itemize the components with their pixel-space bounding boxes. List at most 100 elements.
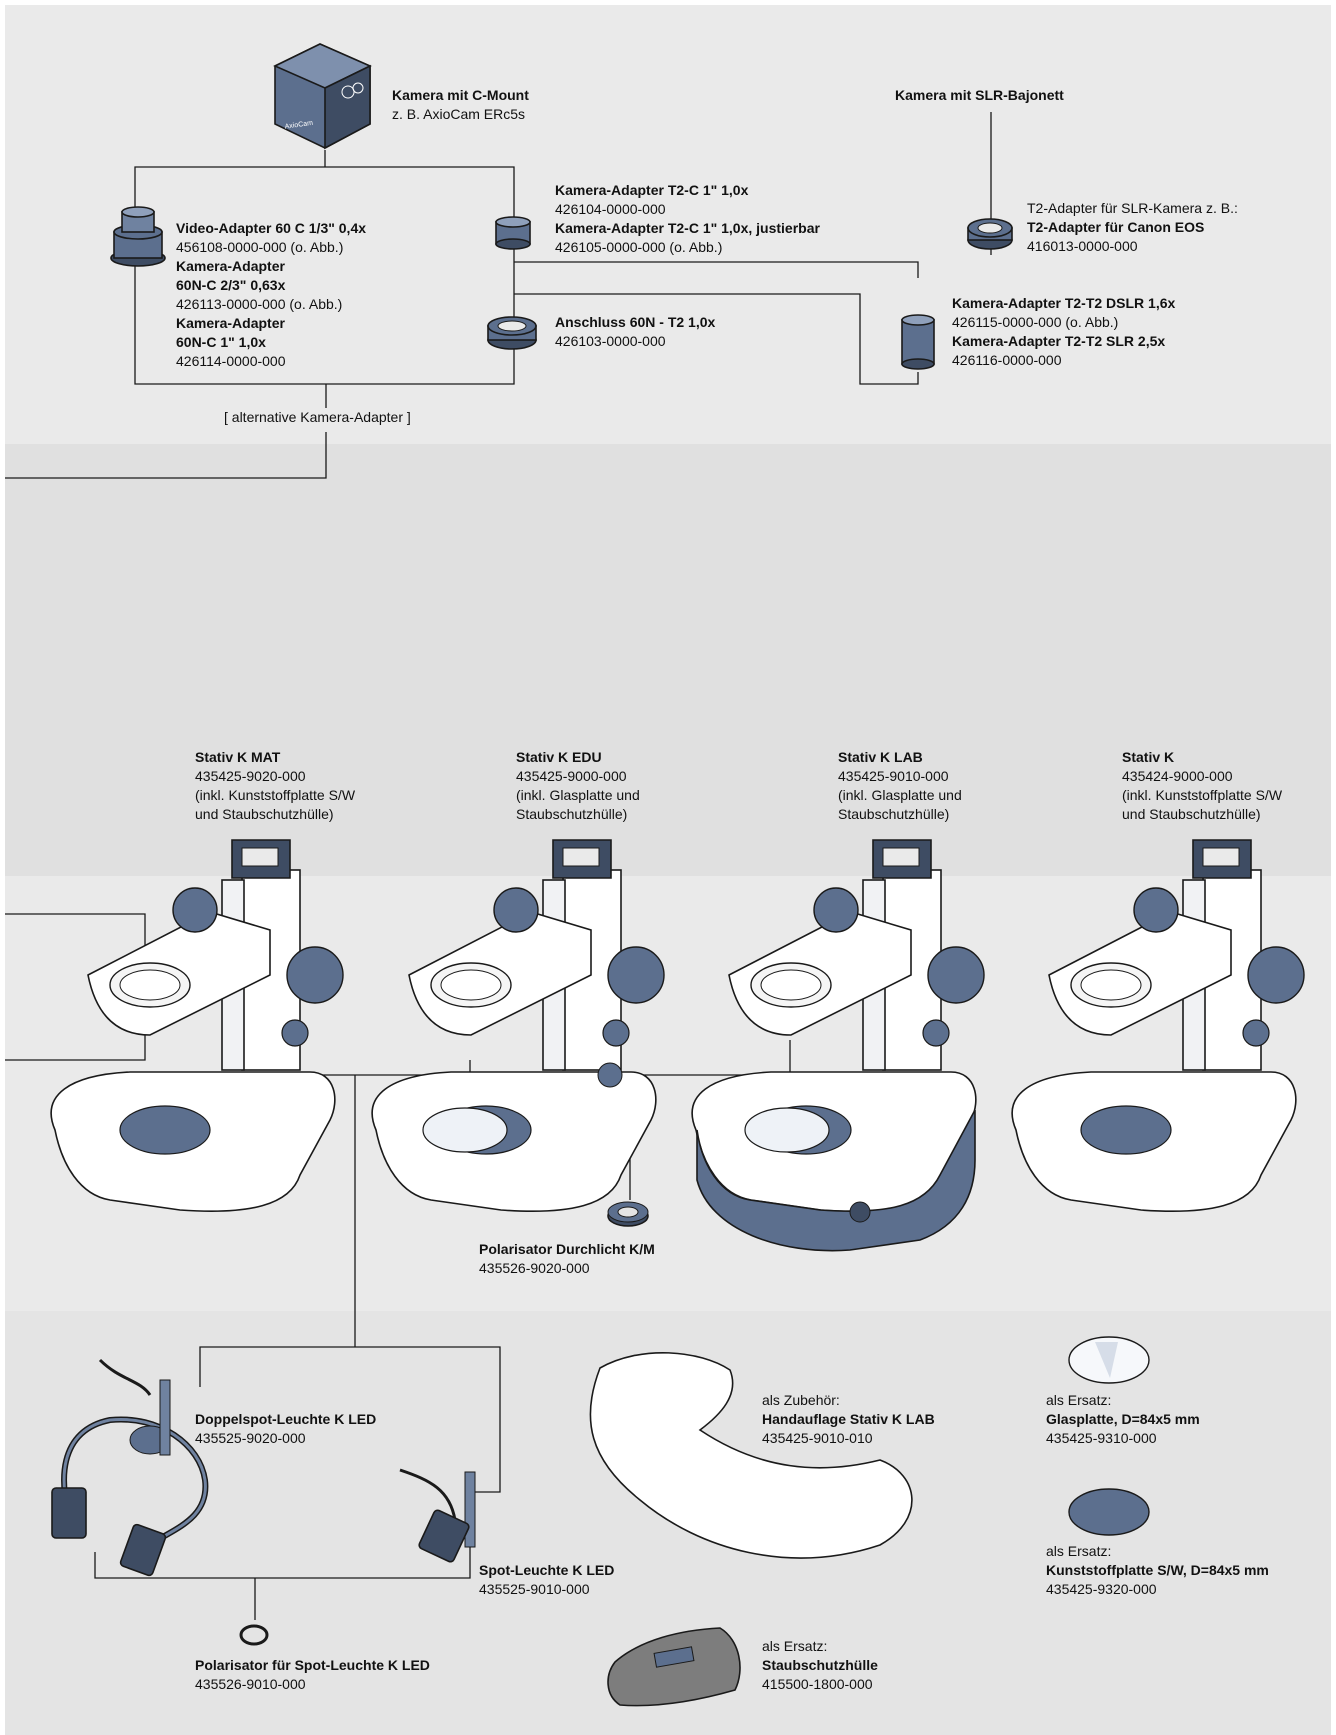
stand-k-lab-name: Stativ K LAB [838, 749, 923, 765]
camera-slr-title: Kamera mit SLR-Bajonett [895, 87, 1064, 103]
stand-k-lab-num: 435425-9010-000 [838, 768, 949, 784]
spot-label: Spot-Leuchte K LED 435525-9010-000 [479, 1561, 614, 1599]
kunststoffplatte-line2: Kunststoffplatte S/W, D=84x5 mm [1046, 1562, 1269, 1578]
handauflage-illustration [589, 1352, 913, 1559]
handauflage-label: als Zubehör: Handauflage Stativ K LAB 43… [762, 1391, 935, 1448]
staubschutz-line1: als Ersatz: [762, 1638, 828, 1654]
video-adapter-label: Video-Adapter 60 C 1/3" 0,4x 456108-0000… [176, 219, 366, 371]
stand-k-edu-note2: Staubschutzhülle) [516, 806, 628, 822]
t2-slr-line3: 416013-0000-000 [1027, 238, 1138, 254]
t2c-adapter-illustration [495, 216, 531, 250]
t2t2-line2: 426115-0000-000 (o. Abb.) [952, 314, 1119, 330]
video-adapter-line7: 60N-C 1" 1,0x [176, 334, 266, 350]
glasplatte-line1: als Ersatz: [1046, 1392, 1112, 1408]
stand-k-mat-illustration [50, 839, 344, 1213]
stand-k-edu-illustration [371, 839, 665, 1213]
t2c-adapter-label: Kamera-Adapter T2-C 1" 1,0x 426104-0000-… [555, 181, 820, 257]
video-adapter-line6: Kamera-Adapter [176, 315, 285, 331]
stand-k-note1: (inkl. Kunststoffplatte S/W [1122, 787, 1283, 803]
polarisator-durchlicht-illustration [607, 1201, 649, 1227]
doppelspot-line2: 435525-9020-000 [195, 1430, 306, 1446]
t2t2-line3: Kamera-Adapter T2-T2 SLR 2,5x [952, 333, 1166, 349]
t2c-adapter-line4: 426105-0000-000 (o. Abb.) [555, 239, 723, 255]
polarisator-spot-line2: 435526-9010-000 [195, 1676, 306, 1692]
kunststoffplatte-line3: 435425-9320-000 [1046, 1581, 1157, 1597]
stand-k-edu-label: Stativ K EDU 435425-9000-000 (inkl. Glas… [516, 748, 640, 824]
camera-c-mount-illustration: AxioCam [273, 43, 372, 150]
glasplatte-label: als Ersatz: Glasplatte, D=84x5 mm 435425… [1046, 1391, 1200, 1448]
stand-k-mat-name: Stativ K MAT [195, 749, 281, 765]
stand-k-name: Stativ K [1122, 749, 1175, 765]
stand-k-lab-label: Stativ K LAB 435425-9010-000 (inkl. Glas… [838, 748, 962, 824]
t2-slr-line1: T2-Adapter für SLR-Kamera z. B.: [1027, 200, 1238, 216]
video-adapter-illustration [110, 206, 166, 267]
stand-label-band [5, 444, 1331, 876]
video-adapter-line1: Video-Adapter 60 C 1/3" 0,4x [176, 220, 367, 236]
glasplatte-line2: Glasplatte, D=84x5 mm [1046, 1411, 1200, 1427]
camera-c-mount-label: Kamera mit C-Mount z. B. AxioCam ERc5s [392, 86, 529, 124]
stand-k-edu-glass [422, 1062, 623, 1153]
t2c-adapter-line2: 426104-0000-000 [555, 201, 666, 217]
camera-slr-label: Kamera mit SLR-Bajonett [895, 86, 1064, 105]
plastic-plate-illustration [1068, 1488, 1150, 1536]
t2-slr-label: T2-Adapter für SLR-Kamera z. B.: T2-Adap… [1027, 199, 1238, 256]
staubschutz-label: als Ersatz: Staubschutzhülle 415500-1800… [762, 1637, 878, 1694]
video-adapter-line2: 456108-0000-000 (o. Abb.) [176, 239, 344, 255]
anschluss-label: Anschluss 60N - T2 1,0x 426103-0000-000 [555, 313, 715, 351]
anschluss-line1: Anschluss 60N - T2 1,0x [555, 314, 716, 330]
spot-line2: 435525-9010-000 [479, 1581, 590, 1597]
stand-k-lab-illustration [691, 839, 985, 1213]
t2c-adapter-line1: Kamera-Adapter T2-C 1" 1,0x [555, 182, 749, 198]
anschluss-line2: 426103-0000-000 [555, 333, 666, 349]
spot-line1: Spot-Leuchte K LED [479, 1562, 615, 1578]
t2t2-tube-illustration [901, 314, 935, 370]
camera-c-mount-title: Kamera mit C-Mount [392, 87, 529, 103]
camera-section-band [5, 5, 1331, 444]
polarisator-spot-label: Polarisator für Spot-Leuchte K LED 43552… [195, 1656, 430, 1694]
video-adapter-line8: 426114-0000-000 [176, 353, 286, 369]
polarisator-spot-line1: Polarisator für Spot-Leuchte K LED [195, 1657, 430, 1673]
anschluss-ring-illustration [487, 316, 537, 350]
staubschutz-line2: Staubschutzhülle [762, 1657, 878, 1673]
stand-k-edu-note1: (inkl. Glasplatte und [516, 787, 640, 803]
t2t2-line1: Kamera-Adapter T2-T2 DSLR 1,6x [952, 295, 1176, 311]
handauflage-line2: Handauflage Stativ K LAB [762, 1411, 935, 1427]
handauflage-line3: 435425-9010-010 [762, 1430, 873, 1446]
kunststoffplatte-line1: als Ersatz: [1046, 1543, 1112, 1559]
stand-k-label: Stativ K 435424-9000-000 (inkl. Kunststo… [1122, 748, 1282, 824]
stand-k-lab-note1: (inkl. Glasplatte und [838, 787, 962, 803]
stand-k-edu-name: Stativ K EDU [516, 749, 602, 765]
doppelspot-line1: Doppelspot-Leuchte K LED [195, 1411, 377, 1427]
stand-k-note2: und Staubschutzhülle) [1122, 806, 1261, 822]
alt-adapter-label: [ alternative Kamera-Adapter ] [224, 409, 411, 425]
glass-plate-illustration [1068, 1336, 1150, 1384]
stand-k-num: 435424-9000-000 [1122, 768, 1233, 784]
polarisator-durchlicht-label: Polarisator Durchlicht K/M 435526-9020-0… [479, 1240, 655, 1278]
polarisator-spot-ring-illustration [239, 1624, 269, 1646]
video-adapter-line3: Kamera-Adapter [176, 258, 285, 274]
doppelspot-label: Doppelspot-Leuchte K LED 435525-9020-000 [195, 1410, 376, 1448]
dust-cover-illustration [607, 1627, 741, 1707]
stand-k-edu-num: 435425-9000-000 [516, 768, 627, 784]
camera-brand-text: AxioCam [284, 120, 313, 131]
doppelspot-light-illustration [51, 1358, 209, 1577]
glasplatte-line3: 435425-9310-000 [1046, 1430, 1157, 1446]
camera-c-mount-sub: z. B. AxioCam ERc5s [392, 106, 526, 122]
stand-k-mat-num: 435425-9020-000 [195, 768, 306, 784]
staubschutz-line3: 415500-1800-000 [762, 1676, 873, 1692]
t2t2-line4: 426116-0000-000 [952, 352, 1062, 368]
stand-k-lab-note2: Staubschutzhülle) [838, 806, 950, 822]
kunststoffplatte-label: als Ersatz: Kunststoffplatte S/W, D=84x5… [1046, 1542, 1269, 1599]
t2t2-label: Kamera-Adapter T2-T2 DSLR 1,6x 426115-00… [952, 294, 1175, 370]
t2-slr-line2: T2-Adapter für Canon EOS [1027, 219, 1205, 235]
stand-k-mat-label: Stativ K MAT 435425-9020-000 (inkl. Kuns… [195, 748, 355, 824]
t2c-adapter-line3: Kamera-Adapter T2-C 1" 1,0x, justierbar [555, 220, 820, 236]
stand-k-mat-note2: und Staubschutzhülle) [195, 806, 334, 822]
stand-k-mat-note1: (inkl. Kunststoffplatte S/W [195, 787, 356, 803]
spot-light-illustration [399, 1468, 476, 1563]
t2-canon-ring-illustration [967, 218, 1013, 250]
video-adapter-line4: 60N-C 2/3" 0,63x [176, 277, 286, 293]
stand-k-lab-base [696, 1107, 976, 1252]
video-adapter-line5: 426113-0000-000 (o. Abb.) [176, 296, 343, 312]
